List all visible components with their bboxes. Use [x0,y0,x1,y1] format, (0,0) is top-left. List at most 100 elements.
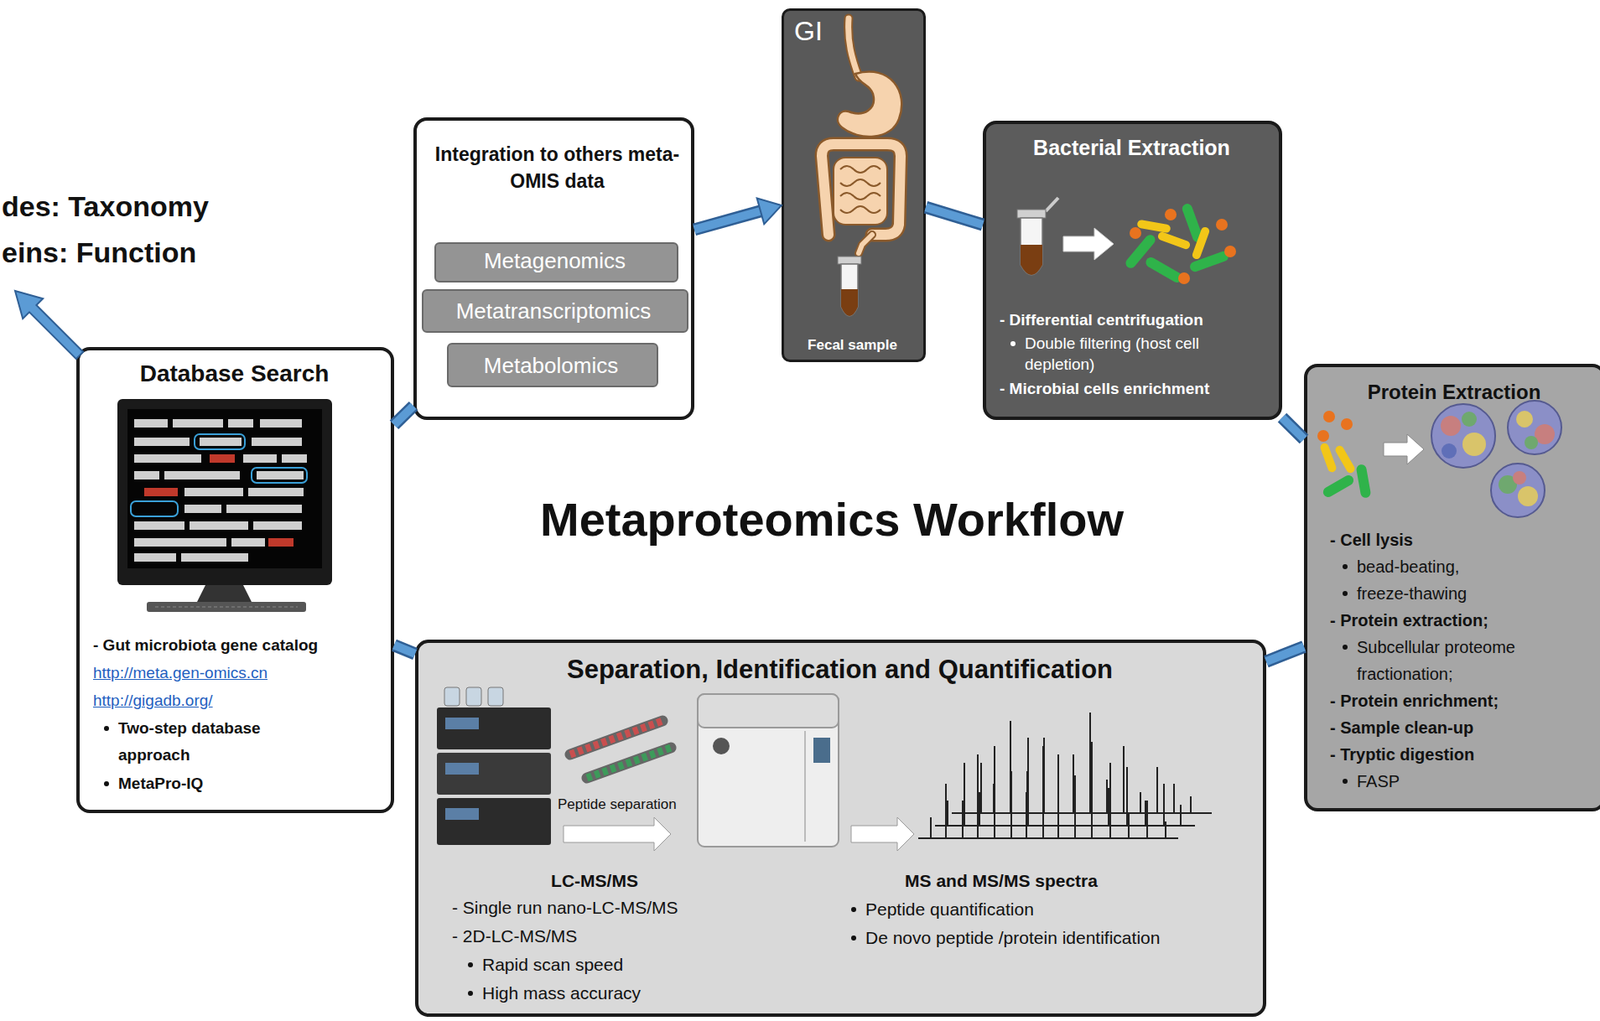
lc-column-icon-part [570,721,663,755]
gi-tract-icon-part [858,234,873,254]
connector-line [1282,417,1304,440]
computer-monitor-icon-part [164,471,240,480]
computer-monitor-icon-part [194,434,245,450]
sample-tube-icon [837,256,862,317]
bullet-dot [1010,341,1016,347]
box-text: - Protein extraction; [1329,607,1593,634]
output-note: des: Taxonomy [1,189,209,224]
mass-spectra-icon [918,712,1212,839]
lc-system-icon-part [436,753,551,795]
computer-monitor-icon-part [134,471,160,480]
computer-monitor-icon-part [134,538,227,547]
flow-connector [925,207,983,225]
lc-column-icon [570,721,671,779]
computer-monitor-icon-part [144,488,178,497]
bacteria-icon-part [1321,473,1356,499]
sample-tube-icon-part [837,256,862,265]
workflow-step-box: Separation, Identification and Quantific… [415,639,1267,1018]
mass-spectrometer-icon-part [697,694,839,847]
bacteria-icon-part [1123,233,1158,271]
protein-structure-icon-part [1524,436,1538,450]
bacteria-icon-part [1136,219,1171,234]
white-arrow-part [563,817,671,852]
mass-spectra-icon-part [951,712,1212,814]
connector-outline [394,405,414,425]
lc-system-icon-part [436,707,551,750]
box-text: bead-beating, [1356,553,1593,581]
white-arrow-part [1063,228,1114,260]
gi-tract-icon-part [858,234,873,254]
connector-line [694,209,766,230]
box-text: Two-step database approach [118,715,312,769]
workflow-step-box: Database Search- Gut microbiota gene cat… [76,347,395,814]
gi-tract-icon-part [821,144,901,235]
bullet-dot [851,935,857,941]
workflow-step-box: Integration to others meta-OMIS dataMeta… [413,117,695,421]
bacteria-icon-part [1319,441,1338,473]
computer-monitor-icon-part [155,607,298,608]
gi-tract-icon-part [848,18,859,78]
computer-monitor-icon-part [184,488,244,497]
bullet-dot [467,962,473,968]
box-text: - Cell lysis [1329,526,1593,554]
sample-tube-icon-part [841,289,858,317]
box-text: - Microbial cells enrichment [999,379,1268,400]
flow-connector [394,405,414,425]
data-type-box: Metatranscriptomics [421,289,689,333]
box-text: - Protein enrichment; [1329,687,1593,715]
bullet-dot [1342,779,1348,785]
bacteria-icon-part [1340,418,1353,431]
bacteria-icon-part [1334,444,1357,475]
connector-outline [1282,417,1304,440]
bacteria-icon [1317,410,1372,499]
computer-monitor-icon-part [189,521,249,530]
computer-monitor-icon-part [117,399,333,586]
lc-system-icon-part [445,717,479,730]
box-text: Peptide separation [557,795,692,815]
box-heading: GI [794,14,878,50]
protein-structure-icon-part [1516,410,1533,428]
computer-monitor-icon-part [134,521,185,530]
box-text: http://meta.gen-omics.cn [93,659,381,687]
box-text: - Single run nano-LC-MS/MS [451,896,805,920]
result-arrow-part [15,290,84,359]
box-text: Peptide quantification [865,898,1252,921]
computer-monitor-icon-part [134,419,168,428]
mass-spectra-icon-part [918,746,1179,839]
mass-spectrometer-icon-part [813,737,831,764]
lc-system-icon-part [488,687,504,707]
protein-structure-icon-part [1461,411,1477,427]
box-text: - Gut microbiota gene catalog [93,632,381,660]
lc-column-icon-part [587,748,671,779]
mass-spectrometer-icon [697,694,839,847]
connector-line [1266,647,1304,663]
computer-monitor-icon-part [184,504,222,514]
box-text: Double filtering (host cell depletion) [1024,333,1268,375]
lc-system-icon [436,687,551,846]
white-arrow [563,817,671,852]
computer-monitor-icon-part [134,437,190,447]
computer-monitor-icon-part [134,454,202,463]
bacteria-icon-part [1355,463,1372,499]
bullet-dot [851,907,857,913]
bullet-dot [1342,591,1348,597]
lc-system-icon-part [445,808,479,821]
computer-monitor-icon-part [268,538,294,547]
computer-monitor-icon-part [209,454,235,463]
connector-line [394,405,414,425]
workflow-step-box: Bacterial Extraction- Differential centr… [982,120,1283,421]
sample-tube-icon-part [1045,197,1059,212]
box-text: LC-MS/MS [510,869,679,893]
bacteria-icon-part [1164,208,1177,221]
box-text: Fecal sample [784,336,921,355]
computer-monitor-icon-part [146,602,307,613]
sample-tube-icon-part [1020,244,1043,276]
connector-line [925,207,983,225]
box-text: Subcellular proteome fractionation; [1356,633,1593,688]
lc-column-icon-part [570,721,663,755]
mass-spectrometer-icon-part [804,731,806,842]
workflow-step-box: GI Fecal sample [781,8,926,363]
box-text: http://gigadb.org/ [93,687,381,715]
protein-structure-icon-part [1431,404,1496,468]
